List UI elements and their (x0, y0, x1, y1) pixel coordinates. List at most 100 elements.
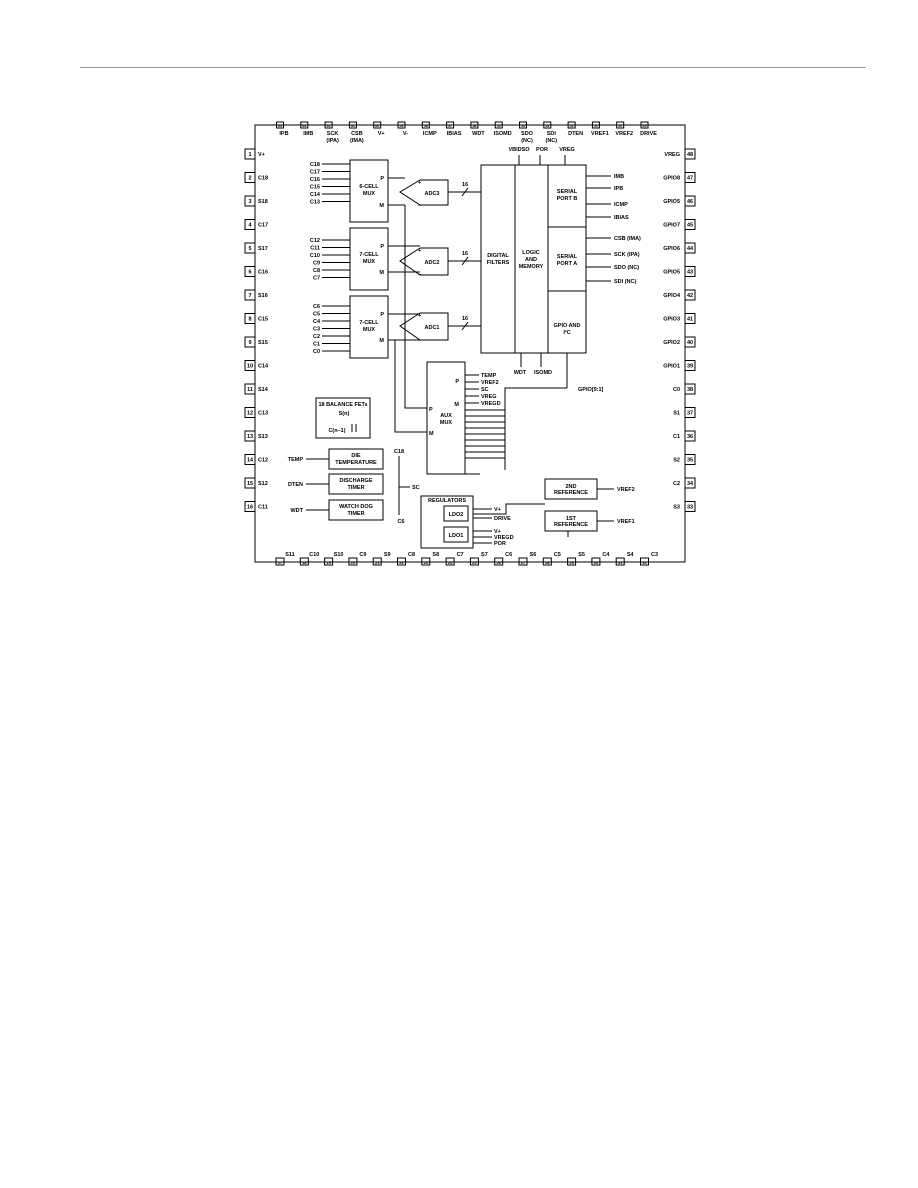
bottom-pin-box (640, 557, 649, 566)
right-pin-num: 40 (687, 340, 693, 346)
right-pin-num: 35 (687, 458, 693, 464)
left-pin-label: C11 (258, 505, 268, 511)
right-pin-box (684, 407, 696, 418)
die-temp-box (328, 448, 384, 470)
balance-title: 18 BALANCE FETs (318, 402, 367, 408)
right-pin-label: GPIO5 (663, 270, 680, 276)
bottom-pin-box (469, 557, 479, 566)
right-pin-label: GPIO7 (663, 223, 680, 229)
mux-input-label: C17 (310, 170, 320, 176)
top-pin-box (494, 121, 503, 129)
die-temp-label1: DIE (351, 453, 361, 459)
right-pin-num: 34 (687, 481, 694, 487)
aux-mux-box (426, 361, 466, 475)
top-pin-num: 50 (618, 124, 622, 128)
adc3-plus: + (418, 180, 421, 186)
right-pin-label: C0 (673, 387, 680, 393)
gpio-label2: I²C (563, 329, 570, 336)
aux-sig-0: TEMP (481, 373, 497, 379)
right-pin-label: C2 (673, 481, 680, 487)
ref2-sig: VREF2 (617, 487, 635, 493)
top-pin-num: 61 (351, 124, 355, 128)
left-pin-num: 1 (248, 152, 251, 158)
right-pins: 48VREG47GPIO846GPIO545GPIO744GPIO643GPIO… (663, 148, 696, 512)
adc2-label: ADC2 (425, 260, 440, 266)
left-pin-box (244, 219, 256, 230)
top-pin-box (324, 121, 333, 129)
top-pin-label: WDT (472, 131, 485, 137)
top-pin-label: CSB (351, 131, 363, 137)
left-pin-box (244, 172, 256, 183)
bottom-pin-box (299, 557, 309, 566)
left-pin-box (244, 195, 256, 207)
bottom-pin-num: 31 (618, 560, 623, 565)
mux-input-label: C6 (313, 304, 320, 310)
bottom-pin-label: S7 (481, 552, 488, 558)
left-pin-box (244, 148, 256, 160)
right-pin-num: 39 (687, 364, 693, 370)
right-pin-box (684, 383, 696, 395)
top-pin-label2: (IPA) (326, 138, 339, 144)
adc1-bits: 16 (462, 316, 468, 322)
left-pin-box (244, 360, 256, 371)
mux7b-label2: MUX (363, 327, 376, 333)
sc-mid: SC (412, 485, 420, 491)
mux6-box (349, 159, 389, 223)
bottom-pin-box (372, 557, 382, 566)
discharge-label1: DISCHARGE (339, 478, 372, 484)
logic-bot1: WDT (514, 370, 527, 376)
watchdog-label2: TIMER (347, 511, 364, 517)
right-pin-label: S3 (673, 505, 680, 511)
top-pin-label: ICMP (423, 131, 437, 137)
top-pin-box (348, 121, 357, 129)
left-pin-box (244, 407, 256, 418)
top-pin-box (591, 121, 600, 129)
right-pin-num: 42 (687, 293, 693, 299)
adc2-shape (399, 247, 449, 276)
bottom-pin-box (348, 557, 358, 566)
bottom-pin-num: 18 (302, 560, 307, 565)
bottom-pin-label: S6 (530, 552, 537, 558)
mux7a-p: P (380, 244, 384, 250)
bottom-pin-box (324, 557, 334, 566)
left-pin-num: 8 (248, 317, 251, 323)
ref2-label1: 2ND (565, 484, 576, 490)
watchdog-label1: WATCH DOG (339, 504, 373, 510)
right-pin-label: GPIO1 (663, 364, 680, 370)
bottom-pin-num: 25 (472, 560, 477, 565)
bottom-pin-num: 28 (545, 560, 550, 565)
sc-top: C18 (394, 449, 404, 455)
bottom-pin-num: 17 (278, 560, 283, 565)
logic-bot2: ISOMD (534, 370, 552, 376)
regulators-box (420, 495, 474, 549)
top-pin-num: 57 (448, 124, 452, 128)
right-pin-box (684, 477, 696, 489)
mux6-p: P (380, 176, 384, 182)
spb-sig-1: IPB (614, 186, 623, 192)
mux7b-label1: 7-CELL (359, 320, 379, 326)
gpio-bus-label: GPIO[9:1] (578, 387, 604, 393)
top-pin-label: IBIAS (447, 131, 462, 137)
left-pin-num: 10 (247, 364, 253, 370)
bottom-pin-num: 22 (399, 560, 404, 565)
top-pin-box (373, 121, 382, 129)
right-pin-label: GPIO6 (663, 246, 680, 252)
top-pin-label: VREF1 (591, 131, 609, 137)
bottom-pin-num: 23 (424, 560, 429, 565)
gpio-label1: GPIO AND (554, 323, 581, 329)
aux-label2: MUX (440, 420, 453, 426)
spb-sig-3: IBIAS (614, 215, 629, 221)
top-pin-label2: (IMA) (350, 138, 364, 144)
ldo2-box (443, 505, 469, 522)
spa-sig-0: CSB (IMA) (614, 236, 641, 242)
logic-label2: AND (525, 257, 537, 263)
top-pin-box (567, 121, 576, 129)
left-pin-label: C18 (258, 176, 268, 182)
aux-m-line (394, 340, 427, 433)
top-pin-label: SDO (521, 131, 534, 137)
mux-input-label: C7 (313, 276, 320, 282)
right-pin-box (684, 148, 696, 160)
top-pin-label: DRIVE (640, 131, 657, 137)
left-pin-num: 5 (248, 246, 251, 252)
